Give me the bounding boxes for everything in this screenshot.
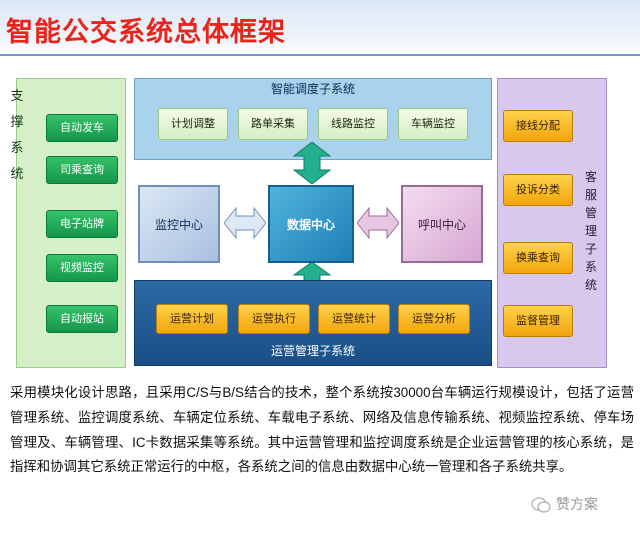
- support-item-crew-query: 司乘查询: [46, 156, 118, 184]
- operations-subsystem-title: 运营管理子系统: [270, 344, 355, 358]
- monitor-center-box: 监控中心: [138, 185, 220, 263]
- arrow-monitor-data-icon: [224, 206, 266, 240]
- page-title: 智能公交系统总体框架: [6, 17, 286, 48]
- dispatch-item-waybill-collect: 路单采集: [238, 108, 308, 140]
- arrow-dispatch-data-icon: [292, 142, 332, 184]
- cs-item-transfer-query: 换乘查询: [503, 242, 573, 274]
- dispatch-item-plan-adjust: 计划调整: [158, 108, 228, 140]
- arrow-data-call-icon: [357, 206, 399, 240]
- support-item-auto-depart: 自动发车: [46, 114, 118, 142]
- support-item-auto-announce: 自动报站: [46, 305, 118, 333]
- dispatch-item-line-monitor: 线路监控: [318, 108, 388, 140]
- support-item-e-stop-sign: 电子站牌: [46, 210, 118, 238]
- cs-item-call-assign: 接线分配: [503, 110, 573, 142]
- customer-service-label: 客服管理子系统: [584, 170, 597, 292]
- support-system-label: 支撑系统: [10, 89, 24, 182]
- cs-item-complaint-class: 投诉分类: [503, 174, 573, 206]
- ops-item-statistics: 运营统计: [318, 304, 390, 334]
- ops-item-analysis: 运营分析: [398, 304, 470, 334]
- wechat-icon: [531, 497, 551, 513]
- support-item-video-monitor: 视频监控: [46, 254, 118, 282]
- call-center-box: 呼叫中心: [401, 185, 483, 263]
- description-text: 采用模块化设计思路，且采用C/S与B/S结合的技术，整个系统按30000台车辆运…: [10, 385, 634, 475]
- cs-item-supervision: 监督管理: [503, 305, 573, 337]
- ops-item-plan: 运营计划: [156, 304, 228, 334]
- data-center-box: 数据中心: [268, 185, 354, 263]
- dispatch-item-vehicle-monitor: 车辆监控: [398, 108, 468, 140]
- title-divider: [0, 54, 640, 56]
- title-bar: [0, 0, 640, 58]
- dispatch-subsystem-title: 智能调度子系统: [270, 82, 355, 96]
- watermark-text: 赞方案: [556, 497, 598, 513]
- ops-item-execute: 运营执行: [238, 304, 310, 334]
